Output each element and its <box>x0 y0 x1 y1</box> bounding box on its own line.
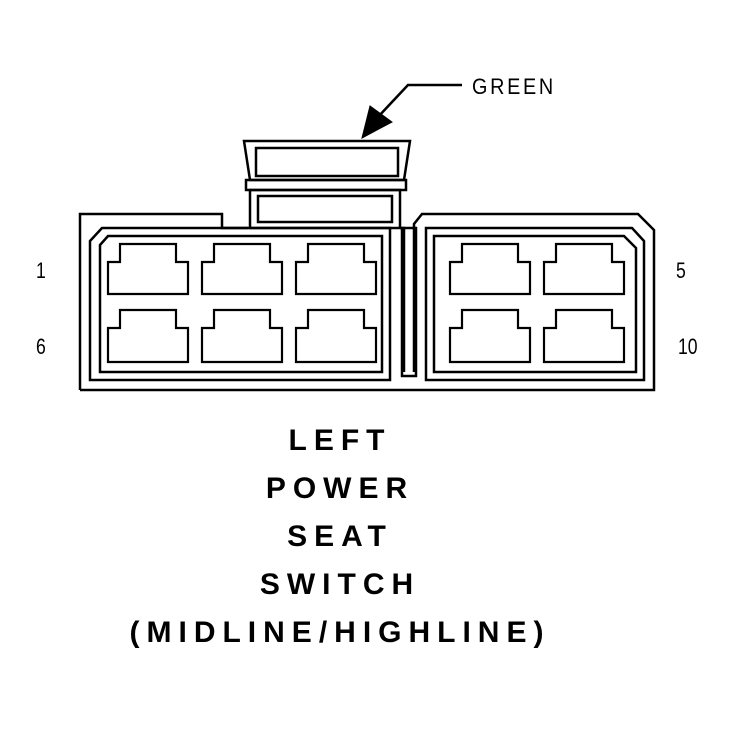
callout-arrow <box>361 83 462 139</box>
terminal-cavity <box>448 242 532 296</box>
pin-label-5: 5 <box>676 258 686 283</box>
title-line-3: SEAT <box>287 520 393 553</box>
terminal-cavity <box>448 308 532 364</box>
terminal-cavity <box>106 242 190 296</box>
terminal-cavity <box>542 308 626 364</box>
title-line-4: SWITCH <box>259 568 421 601</box>
terminal-cavity <box>294 308 378 364</box>
pin-label-10: 10 <box>678 334 698 359</box>
connector-body <box>78 212 656 392</box>
title-line-2: POWER <box>265 472 415 505</box>
pin-label-1: 1 <box>36 258 46 283</box>
right-cavity-block <box>424 226 646 382</box>
terminal-cavity <box>294 242 378 296</box>
divider-slot <box>400 226 418 378</box>
terminal-cavity <box>106 308 190 364</box>
title-line-1: LEFT <box>288 424 392 457</box>
callout-label-green: GREEN <box>472 74 556 99</box>
terminal-cavity <box>542 242 626 296</box>
terminal-cavity <box>200 308 284 364</box>
terminal-cavities <box>106 242 626 364</box>
pin-label-6: 6 <box>36 334 46 359</box>
title-line-5: (MIDLINE/HIGHLINE) <box>129 616 551 649</box>
terminal-cavity <box>200 242 284 296</box>
connector-latch <box>242 139 412 230</box>
left-cavity-block <box>88 226 392 382</box>
